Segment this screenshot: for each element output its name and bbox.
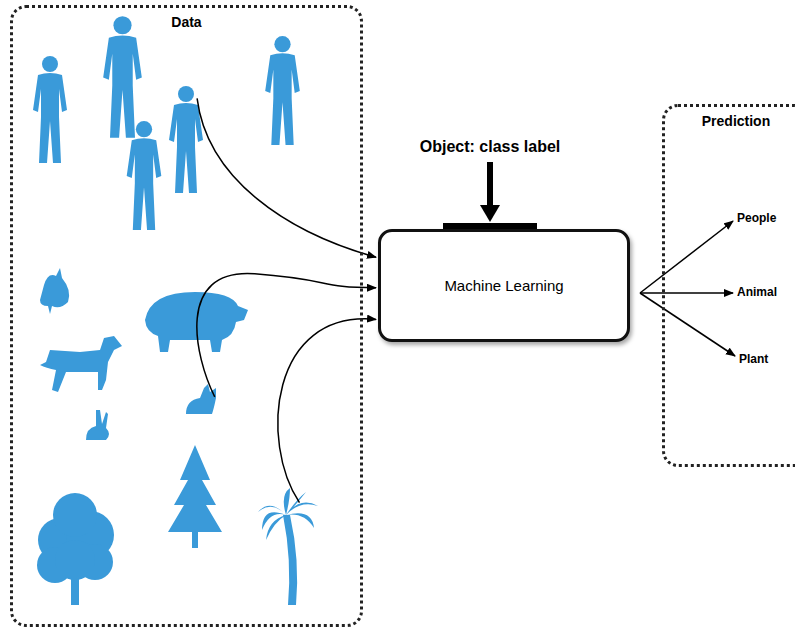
input-arrow (443, 162, 537, 229)
input-label: Object: class label (420, 138, 561, 156)
class-label: Animal (737, 285, 777, 299)
region-title: Data (13, 14, 360, 30)
silhouettes (33, 16, 318, 605)
group-region: Data (10, 5, 363, 627)
connector (197, 273, 376, 396)
process-box: Machine Learning (378, 229, 630, 342)
class-label: Plant (739, 352, 768, 366)
box-label: Machine Learning (436, 273, 571, 298)
output-arrows (640, 221, 735, 356)
class-label: People (737, 211, 776, 225)
connector (197, 98, 376, 257)
region-title: Prediction (665, 113, 795, 129)
